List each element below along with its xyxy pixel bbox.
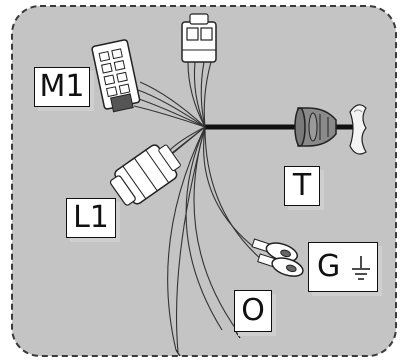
label-g-text: G (317, 249, 341, 284)
top-connector-icon (181, 13, 217, 63)
m1-connector-icon (91, 39, 141, 113)
label-l1: L1 (66, 198, 116, 238)
ground-symbol-icon (352, 256, 370, 280)
cable-cut-end-icon (349, 104, 367, 155)
label-o: O (234, 290, 272, 332)
label-g: G (308, 242, 378, 292)
l1-connector-icon (109, 144, 181, 206)
ring-terminal-icon (251, 238, 304, 277)
label-l1-text: L1 (73, 200, 109, 235)
wires (133, 61, 263, 353)
label-t: T (284, 166, 320, 206)
wire-tie-icon (175, 331, 241, 357)
grommet-icon (294, 107, 337, 147)
label-m1: M1 (34, 67, 90, 107)
label-t-text: T (292, 168, 312, 203)
label-o-text: O (241, 293, 265, 328)
label-m1-text: M1 (39, 69, 85, 104)
